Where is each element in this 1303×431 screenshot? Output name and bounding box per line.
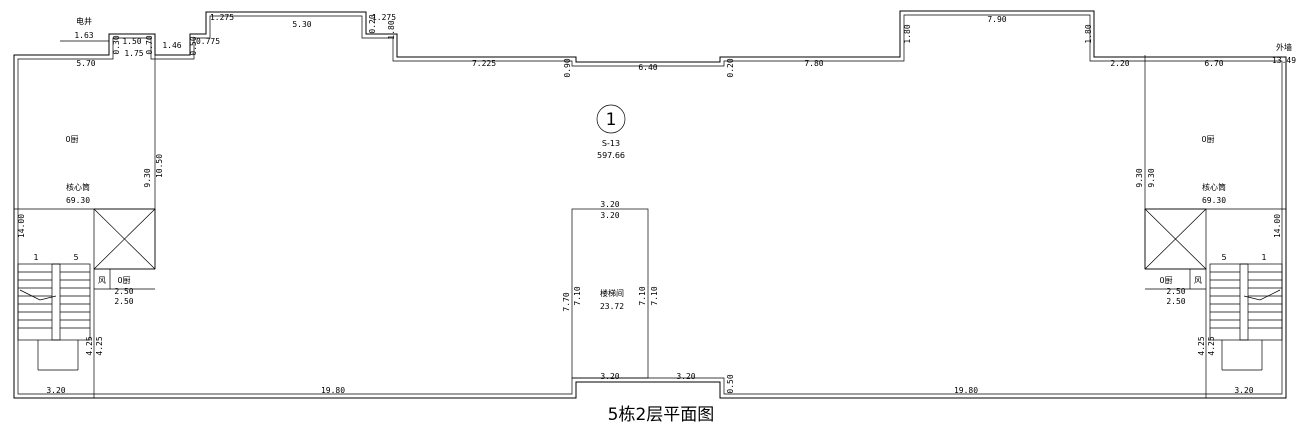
left-lift-a: 风 [98, 276, 106, 285]
external-wall-label: 外墙 [1276, 42, 1292, 52]
dim-bot-050: 0.50 [726, 374, 735, 393]
right-core-area: 69.30 [1202, 196, 1226, 205]
dim-left-1050: 10.50 [155, 154, 164, 178]
dim-left-425b: 4.25 [95, 336, 104, 355]
dim-stair-320a: 3.20 [600, 200, 619, 209]
dim-bot-320d: 3.20 [676, 372, 695, 381]
dim-stair-320b: 3.20 [600, 211, 619, 220]
left-small-label: 0厨 [65, 135, 78, 144]
dim-left-250b: 2.50 [114, 297, 133, 306]
dim-top-050: 0.50 [189, 36, 198, 55]
dim-top-150: 1.50 [122, 37, 141, 46]
dim-top-146: 1.46 [162, 41, 181, 50]
dim-left-250a: 2.50 [114, 287, 133, 296]
area-tag-code: S-13 [602, 139, 620, 148]
vertical-dimension-labels: 0.20 1.80 0.90 0.20 1.80 1.80 0.30 0.70 … [17, 14, 1282, 393]
dim-right-250a: 2.50 [1166, 287, 1185, 296]
dim-bot-1980b: 19.80 [954, 386, 978, 395]
area-tag-area: 597.66 [597, 151, 625, 160]
dim-top-670: 6.70 [1204, 59, 1223, 68]
electric-well-label: 电井 [76, 16, 92, 26]
left-core-area: 69.30 [66, 196, 90, 205]
dim-right-930a: 9.30 [1135, 168, 1144, 187]
dim-top-020: 0.20 [368, 14, 377, 33]
dim-bot-320c: 3.20 [600, 372, 619, 381]
dim-stair-710a: 7.10 [573, 286, 582, 305]
outer-wall [13, 10, 1287, 399]
dim-right-250b: 2.50 [1166, 297, 1185, 306]
dim-top-530: 5.30 [292, 20, 311, 29]
left-stair-mark-b: 5 [73, 253, 78, 262]
right-stair-mark-b: 5 [1221, 253, 1226, 262]
left-lift-b: 0厨 [117, 276, 130, 285]
dim-right-930b: 9.30 [1147, 168, 1156, 187]
left-core-label: 核心筒 [66, 182, 90, 192]
electric-well-area: 1.63 [74, 31, 93, 40]
dim-top-180b: 1.80 [903, 24, 912, 43]
dim-top-020b: 0.20 [726, 58, 735, 77]
right-stair-mark-a: 1 [1261, 253, 1266, 262]
stair-room-area: 23.72 [600, 302, 624, 311]
dim-top-790: 7.90 [987, 15, 1006, 24]
dim-top-030: 0.30 [112, 35, 121, 54]
dim-top-0775: 0.775 [196, 37, 220, 46]
right-stair-treads [1210, 271, 1282, 329]
dim-right-425a: 4.25 [1197, 336, 1206, 355]
dim-right-1400: 14.00 [1273, 214, 1282, 238]
dim-top-175: 1.75 [124, 49, 143, 58]
dim-top-570: 5.70 [76, 59, 95, 68]
dim-stair-770: 7.70 [562, 292, 571, 311]
dim-bot-1980a: 19.80 [321, 386, 345, 395]
drawing-title: 5栋2层平面图 [608, 405, 715, 425]
dim-stair-710c: 7.10 [650, 286, 659, 305]
dim-left-425a: 4.25 [85, 336, 94, 355]
left-stair-treads [18, 271, 90, 329]
dim-bot-320b: 3.20 [1234, 386, 1253, 395]
dim-top-220: 2.20 [1110, 59, 1129, 68]
dim-bot-320a: 3.20 [46, 386, 65, 395]
left-core [14, 55, 156, 398]
dim-top-780: 7.80 [804, 59, 823, 68]
stair-room-label: 楼梯间 [600, 288, 624, 298]
dim-left-1400: 14.00 [17, 214, 26, 238]
dim-top-090: 0.90 [563, 58, 572, 77]
left-stair-mark-a: 1 [33, 253, 38, 262]
right-core [1144, 55, 1286, 398]
external-wall-area: 13.49 [1272, 56, 1296, 65]
dim-top-070: 0.70 [145, 35, 154, 54]
right-lift-a: 0厨 [1159, 276, 1172, 285]
right-small-label: 0厨 [1201, 135, 1214, 144]
dim-top-7225: 7.225 [472, 59, 496, 68]
right-core-label: 核心筒 [1202, 182, 1226, 192]
dim-stair-710b: 7.10 [638, 286, 647, 305]
room-labels: 0厨 0厨 核心筒 69.30 核心筒 69.30 楼梯间 23.72 电井 1… [33, 16, 1296, 311]
dimension-labels: 5.30 1.275 1.275 7.225 6.40 7.80 7.90 2.… [46, 13, 1253, 395]
stair-room [571, 208, 649, 379]
dim-right-425b: 4.25 [1207, 336, 1216, 355]
dim-top-180c: 1.80 [1084, 24, 1093, 43]
dim-top-1275a: 1.275 [210, 13, 234, 22]
dim-top-640: 6.40 [638, 63, 657, 72]
dim-left-930: 9.30 [143, 168, 152, 187]
dim-top-180a: 1.80 [387, 20, 396, 39]
area-tag-number: 1 [606, 110, 617, 130]
right-lift-b: 风 [1194, 276, 1202, 285]
area-tag: 1 S-13 597.66 [596, 104, 626, 160]
dim-top-1275b: 1.275 [372, 13, 396, 22]
